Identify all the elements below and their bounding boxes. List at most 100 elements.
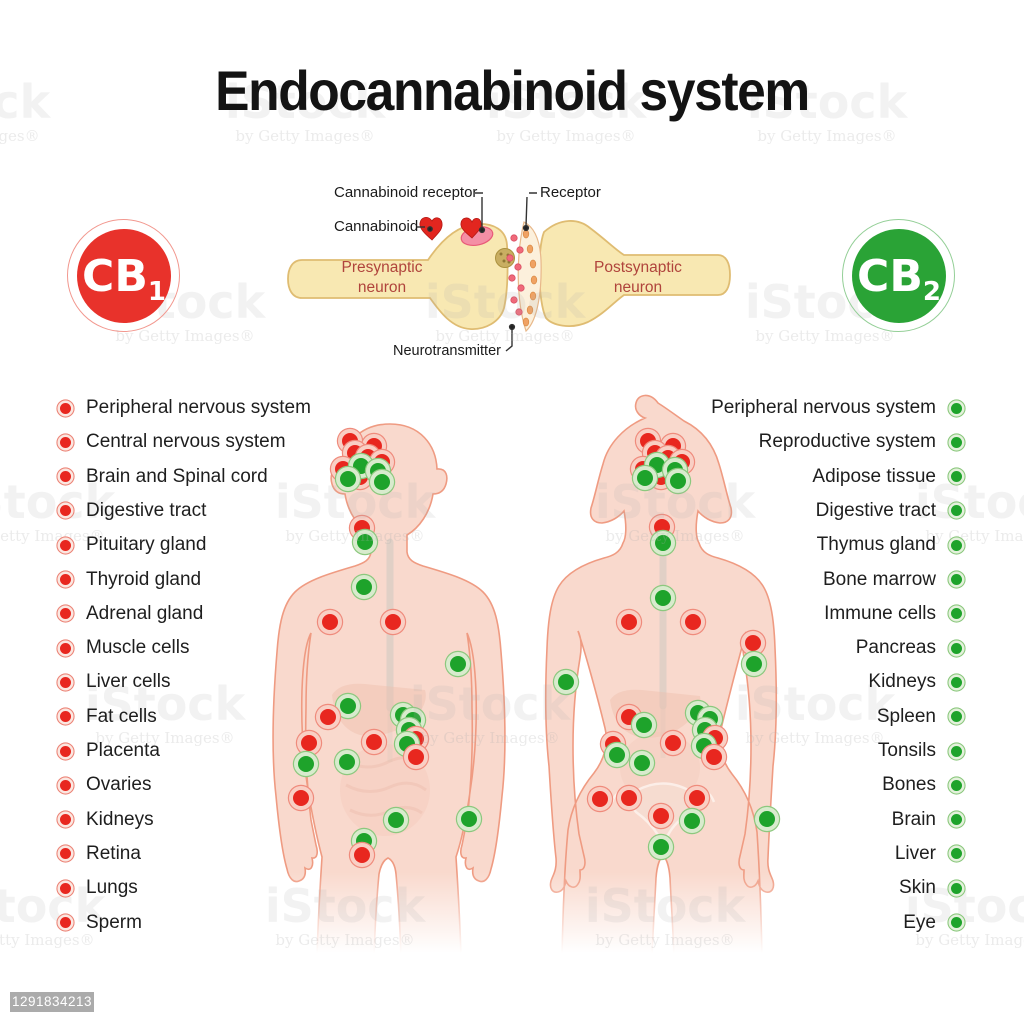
male-marker-cb2: [356, 833, 372, 849]
green-bullet-icon: [951, 471, 962, 483]
female-marker-cb1: [621, 614, 637, 630]
cb1-site-label: Thyroid gland: [86, 568, 202, 590]
red-bullet-icon: [60, 814, 71, 826]
cb1-site-item: Sperm: [60, 912, 142, 934]
cb2-site-item: Skin: [899, 877, 962, 899]
cb1-site-item: Brain and Spinal cord: [60, 466, 268, 488]
bottom-white: [0, 960, 1024, 1024]
cb1-site-item: Central nervous system: [60, 431, 286, 453]
bottom-fade: [0, 872, 1024, 964]
label-postsynaptic-neuron: Postsynaptic neuron: [594, 259, 682, 297]
cb1-site-label: Adrenal gland: [86, 602, 204, 624]
cb2-site-label: Immune cells: [824, 602, 936, 624]
female-marker-cb1: [689, 790, 705, 806]
green-bullet-icon: [951, 642, 962, 654]
male-marker-cb1: [320, 709, 336, 725]
red-bullet-icon: [60, 539, 71, 551]
green-bullet-icon: [951, 814, 962, 826]
green-bullet-icon: [951, 505, 962, 517]
female-marker-cb1: [592, 791, 608, 807]
cb1-text: CB: [82, 250, 148, 302]
cb1-site-item: Pituitary gland: [60, 534, 206, 556]
green-bullet-icon: [951, 539, 962, 551]
red-bullet-icon: [60, 745, 71, 757]
cb2-site-item: Tonsils: [878, 740, 962, 762]
red-bullet-icon: [60, 711, 71, 723]
cb1-site-item: Adrenal gland: [60, 603, 203, 625]
cb1-site-label: Central nervous system: [86, 431, 286, 453]
cb2-site-item: Digestive tract: [816, 500, 962, 522]
cb2-site-label: Skin: [899, 877, 936, 899]
cb1-subscript: 1: [147, 277, 166, 307]
male-marker-cb2: [353, 458, 369, 474]
male-marker-cb1: [385, 614, 401, 630]
cb2-site-item: Spleen: [877, 706, 962, 728]
red-bullet-icon: [60, 917, 71, 928]
cb2-text: CB: [857, 250, 923, 302]
cb1-site-label: Placenta: [86, 740, 160, 761]
male-marker-cb1: [408, 749, 424, 765]
cb2-site-item: Thymus gland: [817, 534, 962, 556]
female-marker-cb2: [637, 470, 653, 486]
label-cannabinoid: Cannabinoid: [334, 218, 419, 235]
postsynaptic-neuron-shape: [538, 220, 731, 327]
membrane-receptor-spots: [522, 229, 538, 327]
cb1-site-item: Ovaries: [60, 774, 151, 796]
cb2-site-label: Thymus gland: [816, 534, 936, 556]
label-receptor: Receptor: [540, 184, 601, 201]
green-bullet-icon: [951, 711, 962, 723]
cb1-site-label: Fat cells: [86, 705, 157, 727]
male-marker-cb1: [354, 520, 370, 536]
stock-image-id: 1291834213: [10, 992, 94, 1012]
cb2-site-label: Eye: [903, 911, 936, 933]
cb1-site-item: Retina: [60, 843, 141, 865]
male-marker-cb2: [374, 474, 390, 490]
female-marker-cb2: [636, 717, 652, 733]
cb2-subscript: 2: [922, 277, 941, 307]
green-bullet-icon: [951, 574, 962, 585]
male-marker-cb2: [339, 754, 355, 770]
green-bullet-icon: [951, 676, 962, 688]
red-bullet-icon: [60, 779, 71, 791]
red-bullet-icon: [60, 608, 71, 620]
cb1-ring: [67, 219, 180, 332]
female-marker-cb1: [706, 749, 722, 765]
page-title: Endocannabinoid system: [215, 59, 810, 122]
green-bullet-icon: [951, 402, 962, 414]
male-marker-cb1: [322, 614, 338, 630]
male-marker-cb1: [354, 847, 370, 863]
label-presynaptic-neuron: Presynaptic neuron: [341, 259, 423, 297]
male-marker-cb1: [347, 445, 363, 461]
cb1-site-item: Kidneys: [60, 809, 154, 831]
female-liver: [610, 689, 701, 738]
cb2-site-item: Bone marrow: [823, 569, 962, 591]
male-marker-cb2: [356, 579, 372, 595]
cb1-site-item: Placenta: [60, 740, 160, 762]
male-marker-cb2: [388, 812, 404, 828]
female-marker-cb2: [649, 457, 665, 473]
male-marker-cb1: [293, 790, 309, 806]
red-bullet-icon: [60, 471, 71, 483]
female-marker-cb1: [653, 808, 669, 824]
female-marker-cb1: [665, 735, 681, 751]
cb1-site-label: Brain and Spinal cord: [86, 465, 268, 487]
male-marker-cb1: [301, 735, 317, 751]
green-bullet-icon: [951, 882, 962, 894]
cb2-site-label: Liver: [894, 842, 936, 864]
cb2-site-label: Digestive tract: [815, 499, 936, 521]
male-marker-cb2: [340, 698, 356, 714]
cb1-site-item: Fat cells: [60, 706, 157, 728]
cb2-site-label: Reproductive system: [758, 431, 936, 453]
female-marker-cb1: [685, 614, 701, 630]
cb2-site-label: Adipose tissue: [812, 465, 936, 487]
bound-cannabinoid: [460, 217, 482, 239]
cb1-site-label: Pituitary gland: [86, 534, 207, 556]
cb2-site-item: Adipose tissue: [812, 466, 962, 488]
cb2-site-item: Liver: [895, 843, 962, 865]
red-bullet-icon: [60, 642, 71, 654]
female-marker-cb2: [655, 590, 671, 606]
cb2-site-item: Pancreas: [856, 637, 962, 659]
cb1-site-item: Thyroid gland: [60, 569, 201, 591]
